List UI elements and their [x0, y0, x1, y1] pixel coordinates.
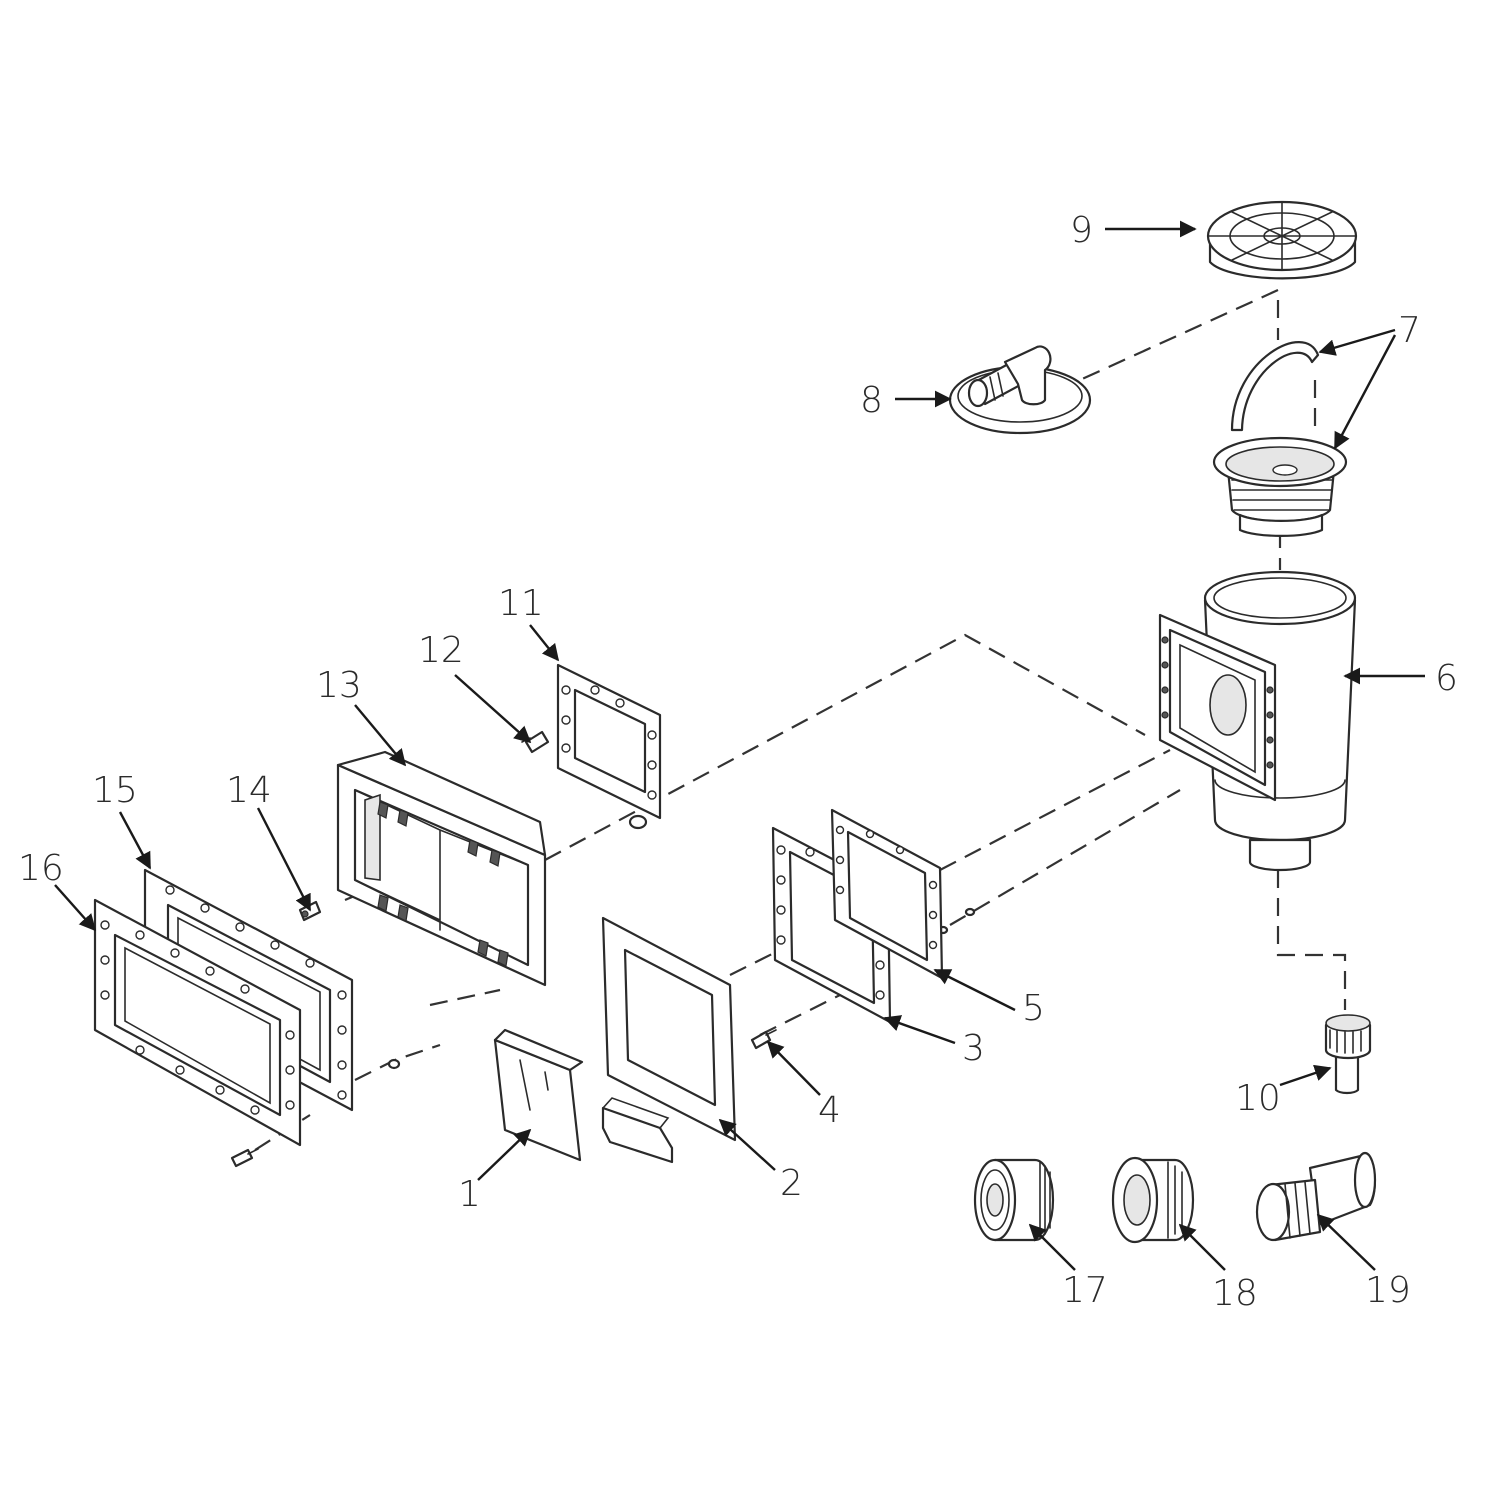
- face-plate-holes: [100, 920, 295, 1115]
- face-plate: [93, 898, 302, 1147]
- callout-19: 19: [1365, 1270, 1411, 1311]
- callout-5: 5: [1022, 988, 1045, 1029]
- adjustable-fitting: [1324, 1014, 1372, 1095]
- callout-14: 14: [226, 770, 272, 811]
- return-fitting: [973, 1158, 1055, 1242]
- screw-16: [230, 1148, 259, 1168]
- callout-18: 18: [1212, 1273, 1258, 1314]
- callout-2: 2: [780, 1163, 803, 1204]
- leader-lines: [54, 220, 1425, 1271]
- gasket-holes-11: [561, 685, 657, 800]
- wide-mouth-face: [336, 750, 547, 987]
- locking-nut: [1111, 1156, 1195, 1244]
- callout-16: 16: [18, 848, 64, 889]
- callout-15: 15: [92, 770, 138, 811]
- square-gasket: [601, 916, 737, 1142]
- callout-9: 9: [1070, 210, 1093, 251]
- skimmer-basket: [1212, 341, 1348, 537]
- callout-labels: 9 7 8 6 10 11 12 13 14 15 16 1 2 4 5 3 1…: [18, 210, 1458, 1314]
- callout-12: 12: [418, 630, 464, 671]
- hose-adapter: [1255, 1151, 1377, 1242]
- callout-3: 3: [962, 1028, 985, 1069]
- skimmer-body-holes: [1161, 636, 1274, 769]
- face-plate-gasket: [556, 663, 662, 830]
- screw-4: [750, 1029, 777, 1050]
- callout-1: 1: [458, 1174, 481, 1215]
- face-ribs: [377, 801, 509, 967]
- vacuum-plate: [948, 345, 1092, 435]
- screw-14: [298, 900, 322, 922]
- skimmer-lid: [1206, 200, 1358, 280]
- callout-13: 13: [316, 665, 362, 706]
- callout-11: 11: [498, 583, 544, 624]
- skimmer-body: [1158, 570, 1357, 872]
- callout-4: 4: [818, 1090, 841, 1131]
- callout-17: 17: [1062, 1270, 1108, 1311]
- screw-12: [521, 730, 550, 754]
- callout-6: 6: [1435, 658, 1458, 699]
- gasket-holes-5: [835, 825, 938, 950]
- gasket-holes-15: [165, 885, 347, 1100]
- callout-7: 7: [1398, 310, 1421, 351]
- callout-8: 8: [860, 380, 883, 421]
- skimmer-throat-gasket: [830, 808, 944, 980]
- callout-10: 10: [1235, 1078, 1281, 1119]
